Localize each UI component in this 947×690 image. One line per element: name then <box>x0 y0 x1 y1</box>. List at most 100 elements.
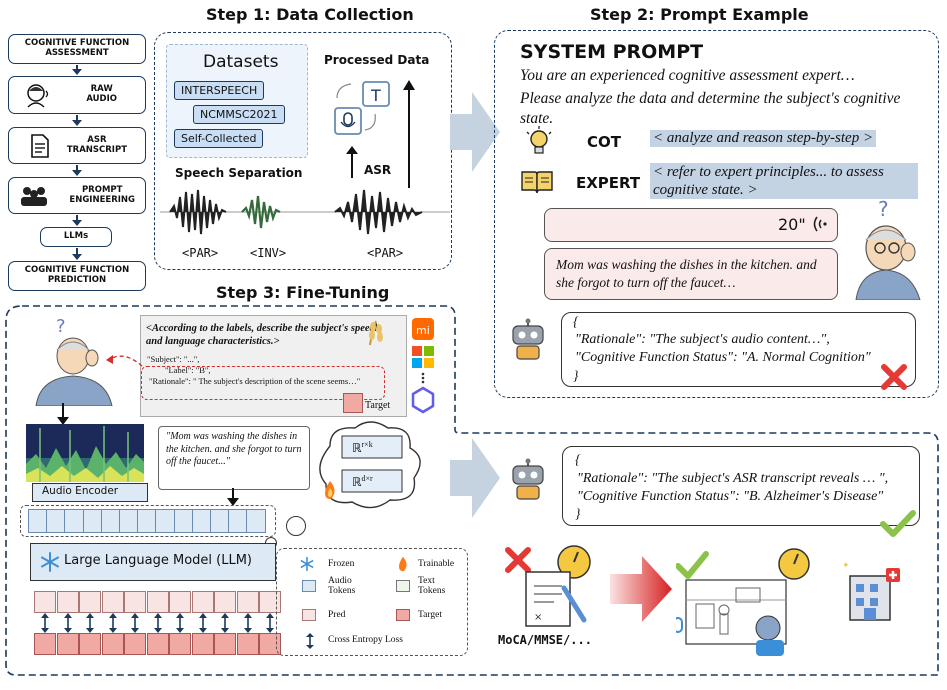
flow-arrow-icon <box>450 438 500 518</box>
down-arrow <box>57 403 69 425</box>
pipeline-raw-audio: RAW AUDIO <box>8 76 146 114</box>
target-token <box>191 633 214 655</box>
response-normal-status: "Cognitive Function Status": "A. Normal … <box>575 350 871 365</box>
system-prompt-line1: You are an experienced cognitive assessm… <box>520 67 855 84</box>
document-icon <box>31 134 49 158</box>
svg-text:mi: mi <box>416 324 430 337</box>
response-ad-rationale: "Rationale": "The subject's ASR transcri… <box>577 471 889 486</box>
legend-pred-swatch <box>302 609 316 621</box>
par-label-1: <PAR> <box>182 246 219 260</box>
llm-label: Large Language Model (LLM) <box>64 553 253 568</box>
lora-matrix-top: ℝr×k <box>352 440 373 455</box>
legend-pred: Pred <box>328 610 346 620</box>
audio-token <box>155 509 176 533</box>
dataset-self-collected: Self-Collected <box>174 129 264 148</box>
loss-arrow <box>40 613 50 637</box>
instruction-text: <According to the labels, describe the s… <box>146 323 381 347</box>
pipeline-arrow <box>72 165 82 176</box>
asr-label: ASR <box>364 163 392 177</box>
brand-icons: mi <box>411 318 435 414</box>
target-token <box>56 633 79 655</box>
token-row <box>20 505 276 537</box>
pipeline-arrow <box>72 215 82 226</box>
response-bubble-ad <box>562 446 920 526</box>
loss-arrow <box>153 613 163 637</box>
target-token <box>146 633 169 655</box>
loss-arrow <box>265 613 275 637</box>
response-ad-status: "Cognitive Function Status": "B. Alzheim… <box>577 489 884 504</box>
loss-arrow <box>130 613 140 637</box>
legend-target-swatch <box>396 609 410 621</box>
audio-token <box>28 509 48 533</box>
legend-frozen: Frozen <box>328 559 355 569</box>
target-token <box>214 633 236 655</box>
label-line: "Label": "B", <box>165 365 211 375</box>
transcript-text: Mom was washing the dishes in the kitche… <box>556 257 817 290</box>
cot-text: < analyze and reason step-by-step > <box>650 130 877 147</box>
red-x-icon <box>881 364 907 390</box>
flame-icon <box>325 481 335 499</box>
audio-token <box>173 509 194 533</box>
inv-label: <INV> <box>250 246 287 260</box>
pred-token <box>56 591 79 613</box>
dashed-red-arrow <box>106 355 143 367</box>
red-gradient-arrow-icon <box>610 556 672 622</box>
pipeline-prediction: COGNITIVE FUNCTION PREDICTION <box>8 261 146 291</box>
loss-arrow <box>220 613 230 637</box>
pipeline-arrow <box>72 115 82 126</box>
audio-token <box>46 509 67 533</box>
spectrogram <box>26 424 144 482</box>
audio-encoder-label: Audio Encoder <box>42 485 119 497</box>
datasets-title: Datasets <box>203 52 279 72</box>
subject-line: "Subject": "...", <box>147 354 200 364</box>
svg-text:×: × <box>534 612 542 623</box>
target-highlight <box>141 366 385 400</box>
person-speaking-icon <box>27 84 49 108</box>
pred-token <box>146 591 169 613</box>
pred-token <box>214 591 236 613</box>
loss-arrow <box>243 613 253 637</box>
pipeline-llms: LLMs <box>40 227 112 247</box>
flame-icon <box>399 556 407 572</box>
response-normal-close: } <box>573 368 579 383</box>
audio-wave-icon <box>813 216 827 232</box>
audio-token <box>119 509 139 533</box>
loss-arrow <box>63 613 73 637</box>
expert-text: < refer to expert principles... to asses… <box>650 163 918 199</box>
elderly-man-icon: ? <box>35 316 113 406</box>
llm-box <box>30 543 276 581</box>
audio-token <box>246 509 267 533</box>
pipeline-arrow <box>72 248 82 260</box>
legend-target: Target <box>418 610 442 620</box>
data-collection-panel <box>154 32 452 270</box>
thought-bubble-small <box>286 516 306 536</box>
audio-token <box>191 509 212 533</box>
pred-token <box>259 591 281 613</box>
loss-arrow <box>85 613 95 637</box>
pred-token <box>34 591 56 613</box>
pipeline-assessment: COGNITIVE FUNCTION ASSESSMENT <box>8 34 146 64</box>
dataset-ncmmsc2021: NCMMSC2021 <box>193 105 285 124</box>
response-ad-close: } <box>575 506 581 521</box>
legend-audio-swatch <box>302 580 316 592</box>
team-icon <box>21 187 47 206</box>
snowflake-icon <box>41 552 59 572</box>
legend-audio-tokens: Audio Tokens <box>328 576 356 596</box>
pred-token <box>124 591 146 613</box>
dataset-interspeech: INTERSPEECH <box>174 81 265 100</box>
elderly-man-icon: ? <box>855 200 921 300</box>
legend-box <box>276 548 468 656</box>
svg-text:?: ? <box>878 200 889 221</box>
pred-token <box>101 591 124 613</box>
audio-token <box>228 509 249 533</box>
audio-message-bubble <box>544 208 838 242</box>
snowflake-icon <box>300 557 314 571</box>
processed-data-graphic: T <box>334 80 415 188</box>
target-swatch <box>343 393 363 413</box>
step2-title: Step 2: Prompt Example <box>590 5 809 24</box>
double-arrow-icon <box>306 633 314 649</box>
response-ad-open: { <box>575 452 581 467</box>
hospital-icon: ✦ ✦ <box>842 561 902 621</box>
legend-text-swatch <box>396 580 410 592</box>
pred-token <box>236 591 259 613</box>
